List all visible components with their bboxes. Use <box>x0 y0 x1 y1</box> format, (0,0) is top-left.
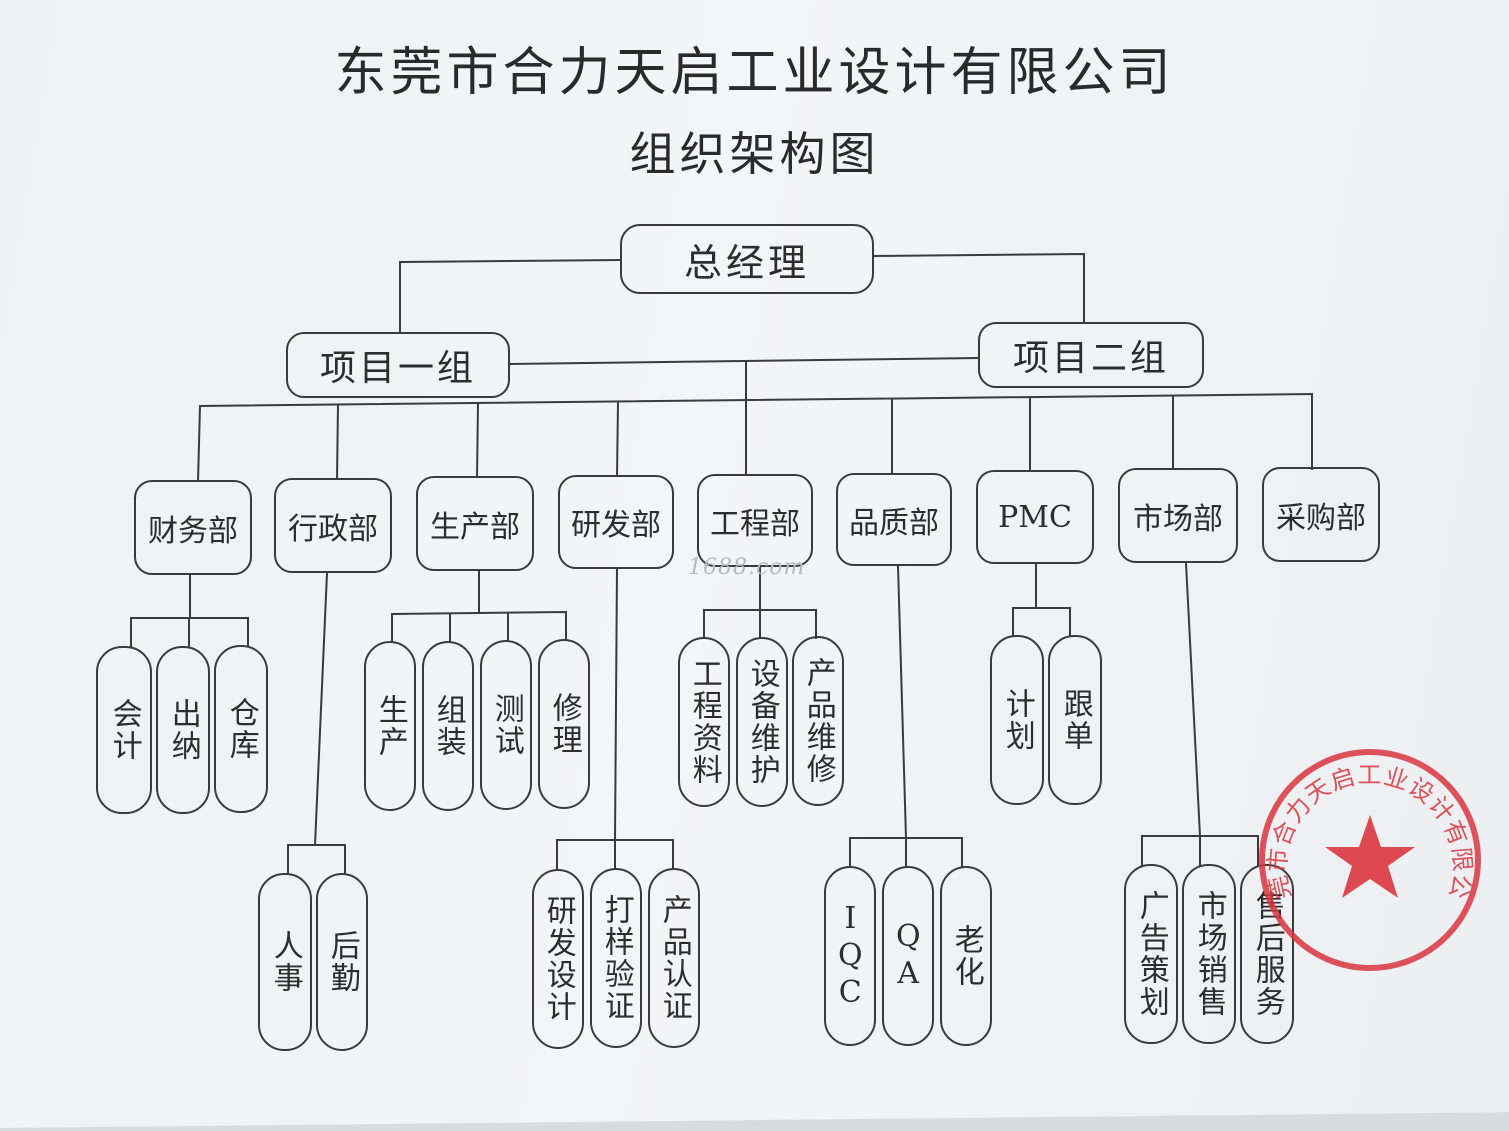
dept-engineering-node: 工程部 <box>697 474 813 567</box>
sub-label: QA <box>890 919 926 993</box>
sub-assembly-node: 组装 <box>422 641 474 811</box>
sub-aging-node: 老化 <box>940 866 992 1046</box>
sub-planning-node: 计划 <box>990 635 1044 805</box>
sub-label: 设备维护 <box>744 658 780 786</box>
sub-label: 售后服务 <box>1249 890 1285 1018</box>
sub-label: 工程资料 <box>686 658 722 786</box>
sub-label: 产品维修 <box>800 657 836 785</box>
sub-qa-node: QA <box>882 866 934 1046</box>
sub-hr-node: 人事 <box>258 873 312 1051</box>
sub-label: 生产 <box>372 694 408 758</box>
sub-accounting-node: 会计 <box>96 646 152 814</box>
seal-star-icon <box>1325 815 1415 898</box>
sub-eng-docs-node: 工程资料 <box>678 637 730 807</box>
sub-label: 老化 <box>948 924 984 988</box>
company-title: 东莞市合力天启工业设计有限公司 <box>334 43 1175 103</box>
sub-label: 测试 <box>488 693 524 757</box>
group-2-node: 项目二组 <box>978 322 1204 388</box>
sub-label: 打样验证 <box>598 894 634 1022</box>
sub-label: 后勤 <box>324 930 360 994</box>
sub-logistics-node: 后勤 <box>316 873 368 1051</box>
sub-cashier-node: 出纳 <box>156 646 210 814</box>
dept-admin-node: 行政部 <box>274 478 392 573</box>
sub-equipment-maint-node: 设备维护 <box>736 637 788 807</box>
dept-pmc-node: PMC <box>976 470 1094 564</box>
sub-label: 产品认证 <box>656 894 692 1022</box>
sub-label: 修理 <box>546 692 582 756</box>
dept-rnd-node: 研发部 <box>558 475 674 569</box>
sub-label: 研发设计 <box>540 895 576 1023</box>
sub-iqc-node: IQC <box>824 866 876 1046</box>
dept-purchasing-node: 采购部 <box>1262 467 1380 562</box>
dept-marketing-node: 市场部 <box>1118 468 1238 563</box>
sub-label: 计划 <box>999 688 1035 752</box>
sub-label: 广告策划 <box>1133 890 1169 1018</box>
chart-subtitle: 组织架构图 <box>629 127 880 181</box>
sub-label: IQC <box>832 900 868 1012</box>
company-seal-stamp: 东莞市合力天启工业设计有限公司 <box>1255 745 1481 971</box>
dept-finance-node: 财务部 <box>134 480 252 575</box>
sub-repair-node: 修理 <box>538 639 590 809</box>
sub-label: 跟单 <box>1057 688 1093 752</box>
group-1-node: 项目一组 <box>286 332 510 398</box>
sub-label: 人事 <box>267 930 303 994</box>
sub-label: 市场销售 <box>1191 890 1227 1018</box>
sub-sales-node: 市场销售 <box>1182 864 1236 1044</box>
sub-followup-node: 跟单 <box>1048 635 1102 805</box>
sub-rd-design-node: 研发设计 <box>532 869 584 1049</box>
sub-sample-verify-node: 打样验证 <box>590 868 642 1048</box>
sub-label: 组装 <box>430 694 466 758</box>
general-manager-node: 总经理 <box>620 224 874 294</box>
sub-label: 会计 <box>106 698 142 762</box>
sub-produce-node: 生产 <box>364 641 416 811</box>
sub-product-repair-node: 产品维修 <box>792 636 844 806</box>
sub-ad-planning-node: 广告策划 <box>1124 864 1178 1044</box>
dept-quality-node: 品质部 <box>836 473 952 566</box>
watermark-text: 1688.com <box>688 555 806 580</box>
sub-testing-node: 测试 <box>480 640 532 810</box>
sub-label: 仓库 <box>223 697 259 761</box>
sub-aftersales-node: 售后服务 <box>1240 864 1294 1044</box>
sub-certification-node: 产品认证 <box>648 868 700 1048</box>
dept-production-node: 生产部 <box>416 476 534 571</box>
sub-warehouse-node: 仓库 <box>214 645 268 813</box>
sub-label: 出纳 <box>165 698 201 762</box>
